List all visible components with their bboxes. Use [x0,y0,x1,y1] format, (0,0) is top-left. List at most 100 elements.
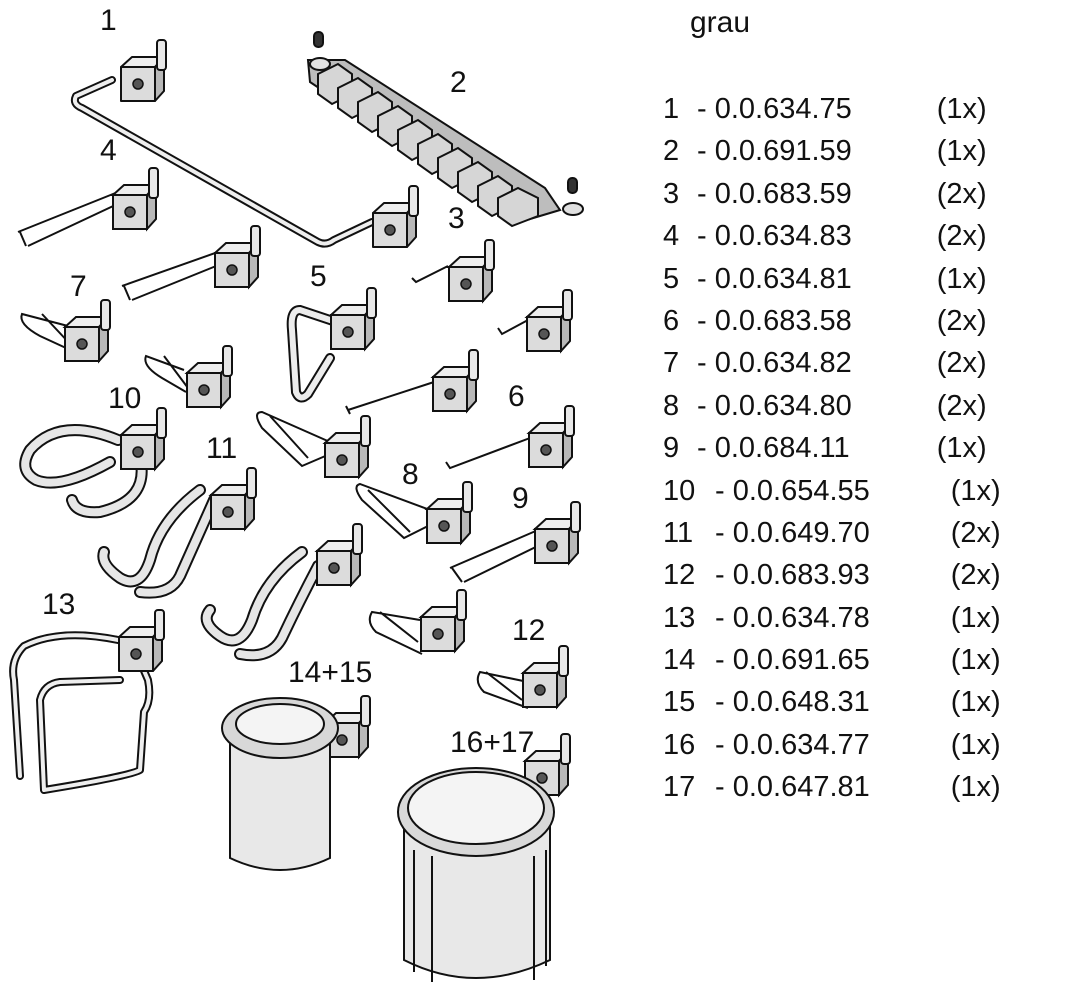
part-number: 11 [663,516,694,549]
part-separator: - [697,389,715,422]
parts-list-item: 17- 0.0.647.81 (1x) [663,766,1001,808]
callout-1: 1 [100,4,117,37]
callout-9: 9 [512,482,529,515]
part-separator: - [697,220,715,253]
part-number: 9 [663,432,680,465]
callout-16-17: 16+17 [450,726,535,759]
part-separator: - [697,262,715,295]
parts-list-item: 3- 0.0.683.59 (2x) [663,173,1001,215]
part-quantity: (1x) [950,601,1001,634]
parts-list-item: 5- 0.0.634.81 (1x) [663,258,1001,300]
part-code: 0.0.691.65 [732,644,870,677]
callout-11: 11 [206,432,238,465]
part-number: 5 [663,262,680,295]
callout-7: 7 [70,270,87,303]
part-number: 14 [663,644,696,677]
part-number: 13 [663,601,696,634]
part-number: 15 [663,686,696,719]
part-code: 0.0.648.31 [732,686,870,719]
part-number: 1 [663,93,680,125]
part-quantity: (1x) [950,771,1001,804]
part-quantity: (1x) [950,644,1001,677]
part-separator: - [697,135,715,168]
part-quantity: (2x) [936,389,987,422]
part-code: 0.0.634.80 [714,389,852,422]
part-separator: - [715,644,733,677]
part-separator: - [715,728,733,761]
part-quantity: (2x) [950,559,1001,592]
part-12-loop-hook [476,645,569,709]
part-quantity: (1x) [950,474,1001,507]
part-number: 8 [663,389,680,422]
part-code: 0.0.654.55 [732,474,870,507]
parts-list-item: 8- 0.0.634.80 (2x) [663,385,1001,427]
part-separator: - [697,304,715,337]
callout-3: 3 [448,202,465,235]
part-16-17-large-cup-holder [397,733,571,982]
callout-13: 13 [42,588,76,621]
part-11-double-u-hook [97,467,363,662]
part-2-magazine-strip [306,31,584,228]
part-quantity: (2x) [936,347,987,380]
part-number: 3 [663,177,680,210]
callout-12: 12 [512,614,546,647]
part-quantity: (1x) [936,262,987,295]
parts-list-item: 2- 0.0.691.59(1x) [663,130,1001,172]
part-quantity: (2x) [950,516,1001,549]
part-separator: - [715,516,733,549]
part-code: 0.0.634.82 [714,347,852,380]
part-code: 0.0.683.59 [714,177,852,210]
part-8-v-hook [355,481,473,544]
part-number: 12 [663,559,696,592]
part-separator: - [697,347,715,380]
callout-6: 6 [508,380,525,413]
part-number: 16 [663,728,696,761]
part-separator: - [715,686,733,719]
part-number: 6 [663,304,680,337]
part-number: 17 [663,771,696,804]
part-separator: - [697,177,715,210]
part-number: 4 [663,220,680,253]
callout-8: 8 [402,458,419,491]
part-separator: - [715,771,733,804]
color-label: grau [690,6,751,39]
part-separator: - [697,93,715,125]
part-4-double-prong-hook [17,167,261,301]
part-quantity: (1x) [936,93,987,125]
part-quantity: (1x) [936,135,987,168]
part-6-single-hook-long [445,405,575,470]
part-code: 0.0.634.78 [732,601,870,634]
parts-list-item: 4- 0.0.634.83(2x) [663,215,1001,257]
part-code: 0.0.647.81 [732,771,870,804]
part-quantity: (1x) [936,432,987,465]
parts-list-item: 6- 0.0.683.58(2x) [663,300,1001,342]
parts-list-item: 7- 0.0.634.82 (2x) [663,342,1001,384]
callout-4: 4 [100,134,117,167]
part-code: 0.0.691.59 [714,135,852,168]
part-3-single-hook [411,239,573,352]
parts-list-item: 15- 0.0.648.31(1x) [663,681,1001,723]
part-code: 0.0.634.77 [732,728,870,761]
parts-list-item: 1- 0.0.634.75(1x) [663,88,1001,130]
part-code: 0.0.634.81 [714,262,852,295]
part-7-angled-hook [20,299,233,408]
parts-list-item: 14- 0.0.691.65 (1x) [663,639,1001,681]
parts-list-item: 9- 0.0.684.11(1x) [663,427,1001,469]
part-1-double-holder-bar [70,39,419,248]
parts-list: 1- 0.0.634.75(1x)2- 0.0.691.59(1x)3- 0.0… [663,88,1001,809]
parts-list-item: 16- 0.0.634.77 (1x) [663,724,1001,766]
part-number: 7 [663,347,680,380]
part-quantity: (1x) [950,728,1001,761]
parts-list-item: 11- 0.0.649.70(2x) [663,512,1001,554]
part-quantity: (2x) [936,220,987,253]
parts-list-item: 12- 0.0.683.93(2x) [663,554,1001,596]
parts-list-item: 10- 0.0.654.55(1x) [663,470,1001,512]
part-code: 0.0.683.58 [714,304,852,337]
parts-list-item: 13- 0.0.634.78(1x) [663,597,1001,639]
part-separator: - [715,474,733,507]
part-9-double-prong-hook-small [368,501,581,655]
part-5-loop-hook [286,287,377,403]
part-code: 0.0.683.93 [732,559,870,592]
part-quantity: (2x) [936,177,987,210]
